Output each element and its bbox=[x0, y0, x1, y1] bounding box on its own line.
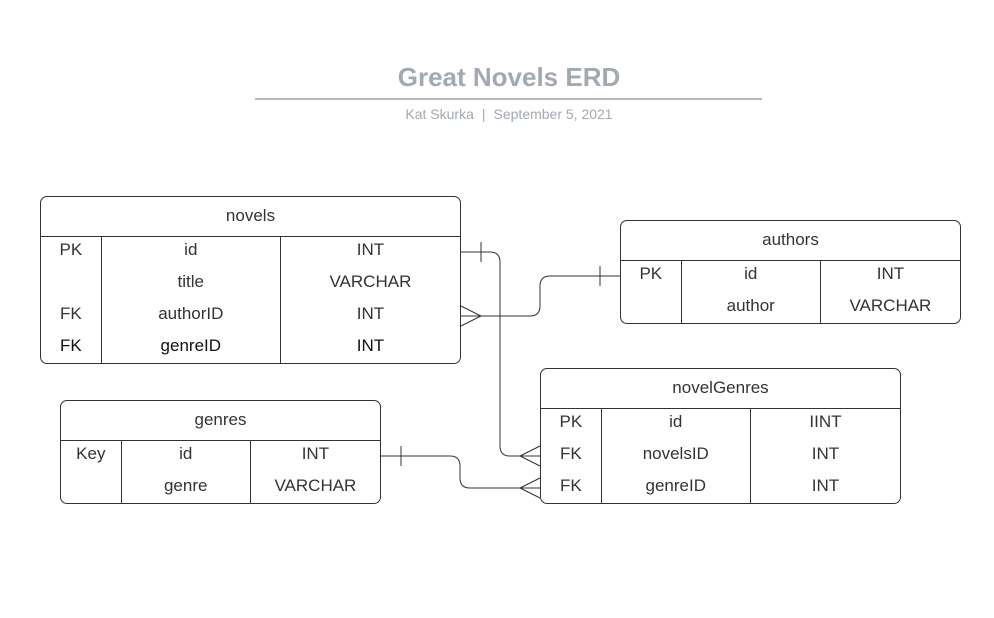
table-row: Key id INT bbox=[61, 441, 380, 473]
key-cell: FK bbox=[41, 333, 102, 363]
type-cell: INT bbox=[356, 304, 385, 323]
field-cell: authorID bbox=[102, 301, 281, 333]
type-cell: INT bbox=[876, 264, 905, 283]
diagram-subtitle: Kat Skurka | September 5, 2021 bbox=[255, 106, 763, 122]
diagram-date: September 5, 2021 bbox=[493, 106, 613, 122]
many-marker bbox=[519, 477, 541, 499]
title-underline bbox=[255, 98, 762, 100]
entity-authors[interactable]: authors PK id INT author VARCHAR bbox=[620, 220, 961, 324]
field-cell: id bbox=[102, 237, 281, 269]
table-row: FK novelsID INT bbox=[541, 441, 900, 473]
connector-line bbox=[461, 275, 620, 317]
field-cell: id bbox=[682, 261, 821, 293]
table-row: author VARCHAR bbox=[621, 293, 960, 323]
relationship-genres-novelgenres[interactable] bbox=[381, 446, 541, 499]
field-cell: author bbox=[682, 293, 821, 323]
table-row: FK genreID INT bbox=[541, 473, 900, 503]
field-cell: genre bbox=[122, 473, 251, 503]
table-row: genre VARCHAR bbox=[61, 473, 380, 503]
entity-novel-genres[interactable]: novelGenres PK id IINT FK novelsID INT F… bbox=[540, 368, 901, 504]
table-row: FK genreID INT bbox=[41, 333, 460, 363]
relationship-novels-novelgenres[interactable] bbox=[461, 242, 541, 467]
key-cell: FK bbox=[41, 301, 102, 333]
type-cell: VARCHAR bbox=[849, 296, 932, 315]
type-cell: VARCHAR bbox=[274, 476, 357, 495]
field-cell: genreID bbox=[602, 473, 751, 503]
field-cell: genreID bbox=[102, 333, 281, 363]
entity-genres[interactable]: genres Key id INT genre VARCHAR bbox=[60, 400, 381, 504]
connector-line bbox=[381, 455, 540, 489]
key-cell: FK bbox=[541, 473, 602, 503]
many-marker bbox=[460, 305, 483, 327]
key-cell: Key bbox=[61, 441, 122, 473]
field-cell: novelsID bbox=[602, 441, 751, 473]
key-cell: FK bbox=[541, 441, 602, 473]
type-cell: IINT bbox=[809, 412, 842, 431]
type-cell: INT bbox=[356, 336, 385, 355]
key-cell: PK bbox=[41, 237, 102, 269]
entity-name: novelGenres bbox=[541, 369, 900, 409]
key-cell: PK bbox=[541, 409, 602, 441]
table-row: PK id INT bbox=[41, 237, 460, 269]
type-cell: INT bbox=[811, 444, 840, 463]
entity-novels[interactable]: novels PK id INT title VARCHAR FK author… bbox=[40, 196, 461, 364]
connector-line bbox=[461, 251, 540, 457]
table-row: title VARCHAR bbox=[41, 269, 460, 301]
subtitle-separator: | bbox=[481, 106, 486, 122]
table-row: PK id INT bbox=[621, 261, 960, 293]
many-marker bbox=[519, 445, 541, 467]
author-name: Kat Skurka bbox=[405, 106, 474, 122]
type-cell: VARCHAR bbox=[329, 272, 412, 291]
entity-name: novels bbox=[41, 197, 460, 237]
field-cell: title bbox=[102, 269, 281, 301]
relationship-authors-novels[interactable] bbox=[460, 266, 620, 327]
type-cell: INT bbox=[811, 476, 840, 495]
key-cell bbox=[61, 473, 122, 503]
type-cell: INT bbox=[301, 444, 330, 463]
field-cell: id bbox=[122, 441, 251, 473]
key-cell: PK bbox=[621, 261, 682, 293]
type-cell: INT bbox=[356, 240, 385, 259]
diagram-title: Great Novels ERD bbox=[397, 62, 621, 92]
table-row: FK authorID INT bbox=[41, 301, 460, 333]
table-row: PK id IINT bbox=[541, 409, 900, 441]
entity-name: authors bbox=[621, 221, 960, 261]
field-cell: id bbox=[602, 409, 751, 441]
key-cell bbox=[621, 293, 682, 323]
key-cell bbox=[41, 269, 102, 301]
entity-name: genres bbox=[61, 401, 380, 441]
